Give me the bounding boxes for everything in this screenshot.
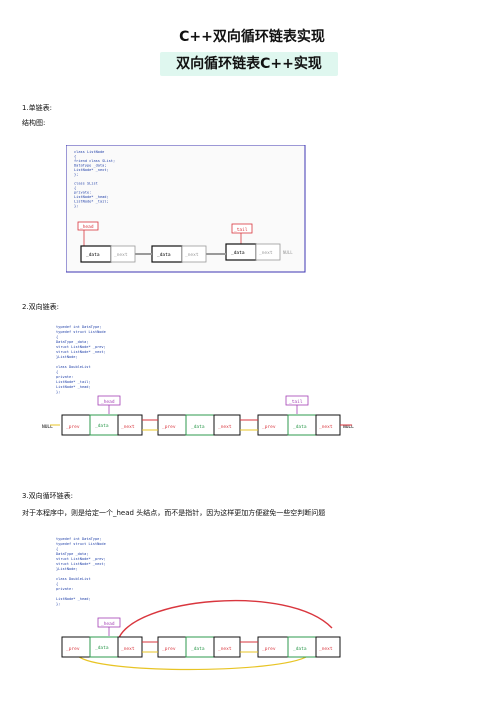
section-3-note: 对于本程序中，则是给定一个_head 头结点，而不是指针，因为这样更加方便避免一… <box>22 509 326 517</box>
svg-text:_next: _next <box>121 646 135 652</box>
fig1-code-line: }; <box>74 204 78 208</box>
fig2-code-line: { <box>56 370 58 374</box>
fig2-code-line: }; <box>56 390 60 394</box>
svg-text:_data: _data <box>157 252 171 258</box>
section-3-heading: 3.双向循环链表: <box>22 492 74 500</box>
fig2-code-line: class DoubleList <box>56 365 91 369</box>
fig3-code-line: private: <box>56 587 73 591</box>
section-1-heading: 1.单链表: <box>22 104 53 112</box>
fig2-code-line: ListNode* _head; <box>56 385 91 389</box>
svg-text:_data: _data <box>86 252 100 258</box>
svg-text:_prev: _prev <box>262 425 276 430</box>
fig1-code: class ListNode { friend class SList; Dat… <box>74 150 115 208</box>
fig1-code-line: { <box>74 186 76 190</box>
svg-text:_next: _next <box>114 252 128 258</box>
fig3-code-line: struct ListNode* _next; <box>56 562 106 566</box>
fig1-code-line: DataType _data; <box>74 164 106 168</box>
fig2-code-line: struct ListNode* _prev; <box>56 345 106 349</box>
doubly-linked-list-figure: typedef int DataType; typedef struct Lis… <box>42 325 354 436</box>
fig3-code-line: struct ListNode* _prev; <box>56 557 106 561</box>
fig1-node: _data _next <box>225 243 281 261</box>
fig3-code-line: }ListNode; <box>56 567 78 571</box>
highlighted-subtitle: 双向循环链表C++实现 <box>160 52 338 76</box>
svg-text:_prev: _prev <box>162 425 176 430</box>
fig1-tail-label: _tail <box>234 227 248 233</box>
fig2-code-line: { <box>56 335 58 339</box>
svg-text:_next: _next <box>319 424 333 430</box>
svg-text:_data: _data <box>191 646 205 652</box>
svg-text:_next: _next <box>185 252 199 258</box>
fig3-code-line: }; <box>56 602 60 606</box>
section-1-subheading: 结构图: <box>22 119 46 127</box>
fig1-node: _data _next <box>151 245 207 263</box>
fig3-code-line: { <box>56 547 58 551</box>
fig2-null-right: NULL <box>343 424 354 430</box>
fig3-node: _prev _data _next <box>61 636 143 658</box>
singly-linked-list-figure: class ListNode { friend class SList; Dat… <box>66 145 306 273</box>
fig3-circular-prev-arrow <box>77 655 309 671</box>
svg-text:_next: _next <box>121 424 135 430</box>
svg-text:_data: _data <box>95 645 109 651</box>
fig2-code-line: typedef struct ListNode <box>56 330 106 334</box>
svg-text:_next: _next <box>319 646 333 652</box>
fig1-head-label: _head <box>80 224 94 230</box>
fig3-code-line: DataType _data; <box>56 552 88 556</box>
fig3-code-line: { <box>56 582 58 586</box>
fig3-node: _prev _data _next <box>257 636 341 658</box>
fig2-node: _prev _data _next <box>61 414 143 436</box>
fig1-code-line: }; <box>74 173 78 177</box>
fig2-null-left: NULL <box>42 424 53 430</box>
fig3-head-label: _head <box>101 621 115 627</box>
fig2-code-line: typedef int DataType; <box>56 325 101 329</box>
section-2-heading: 2.双向链表: <box>22 303 60 311</box>
svg-text:_data: _data <box>231 250 245 256</box>
fig1-code-line: friend class SList; <box>74 159 115 163</box>
fig1-code-line: { <box>74 155 76 159</box>
fig1-node: _data _next <box>80 245 136 263</box>
fig1-code-line: ListNode* _head; <box>74 195 109 199</box>
svg-text:_prev: _prev <box>262 647 276 652</box>
fig2-code-line: ListNode* _tail; <box>56 380 91 384</box>
fig1-code-line: class SList <box>74 182 98 186</box>
fig2-code-line: }ListNode; <box>56 355 78 359</box>
svg-text:_next: _next <box>218 646 232 652</box>
svg-text:_next: _next <box>259 250 273 256</box>
fig3-code-line: class DoubleList <box>56 577 91 581</box>
fig3-code-line: ListNode* _head; <box>56 597 91 601</box>
fig2-node: _prev _data _next <box>157 414 241 436</box>
fig2-code-line: DataType _data; <box>56 340 88 344</box>
svg-text:_next: _next <box>218 424 232 430</box>
doubly-circular-linked-list-figure: typedef int DataType; typedef struct Lis… <box>56 537 341 671</box>
fig1-tail-box <box>231 223 253 234</box>
svg-text:_prev: _prev <box>66 647 80 652</box>
fig3-circular-next-arrow <box>117 599 333 641</box>
svg-text:_data: _data <box>293 424 307 430</box>
svg-text:_data: _data <box>95 423 109 429</box>
fig1-code-line: private: <box>74 191 91 195</box>
fig2-head-label: _head <box>101 399 115 405</box>
page-title: C++双向循环链表实现 <box>179 29 325 45</box>
svg-text:_data: _data <box>293 646 307 652</box>
svg-text:_data: _data <box>191 424 205 430</box>
svg-text:_prev: _prev <box>66 425 80 430</box>
svg-text:_prev: _prev <box>162 647 176 652</box>
fig3-node: _prev _data _next <box>157 636 241 658</box>
fig3-code-line: typedef int DataType; <box>56 537 101 541</box>
fig2-tail-label: _tail <box>289 399 303 405</box>
fig2-code-line: private: <box>56 375 73 379</box>
fig2-node: _prev _data _next <box>257 414 341 436</box>
fig2-code-line: struct ListNode* _next; <box>56 350 106 354</box>
fig1-head-box <box>77 221 99 231</box>
fig1-code-line: ListNode* _tail; <box>74 200 109 204</box>
fig1-null-label: NULL <box>283 250 293 255</box>
fig1-code-line: ListNode* _next; <box>74 168 109 172</box>
fig3-code-line: typedef struct ListNode <box>56 542 106 546</box>
fig1-code-line: class ListNode <box>74 150 104 154</box>
